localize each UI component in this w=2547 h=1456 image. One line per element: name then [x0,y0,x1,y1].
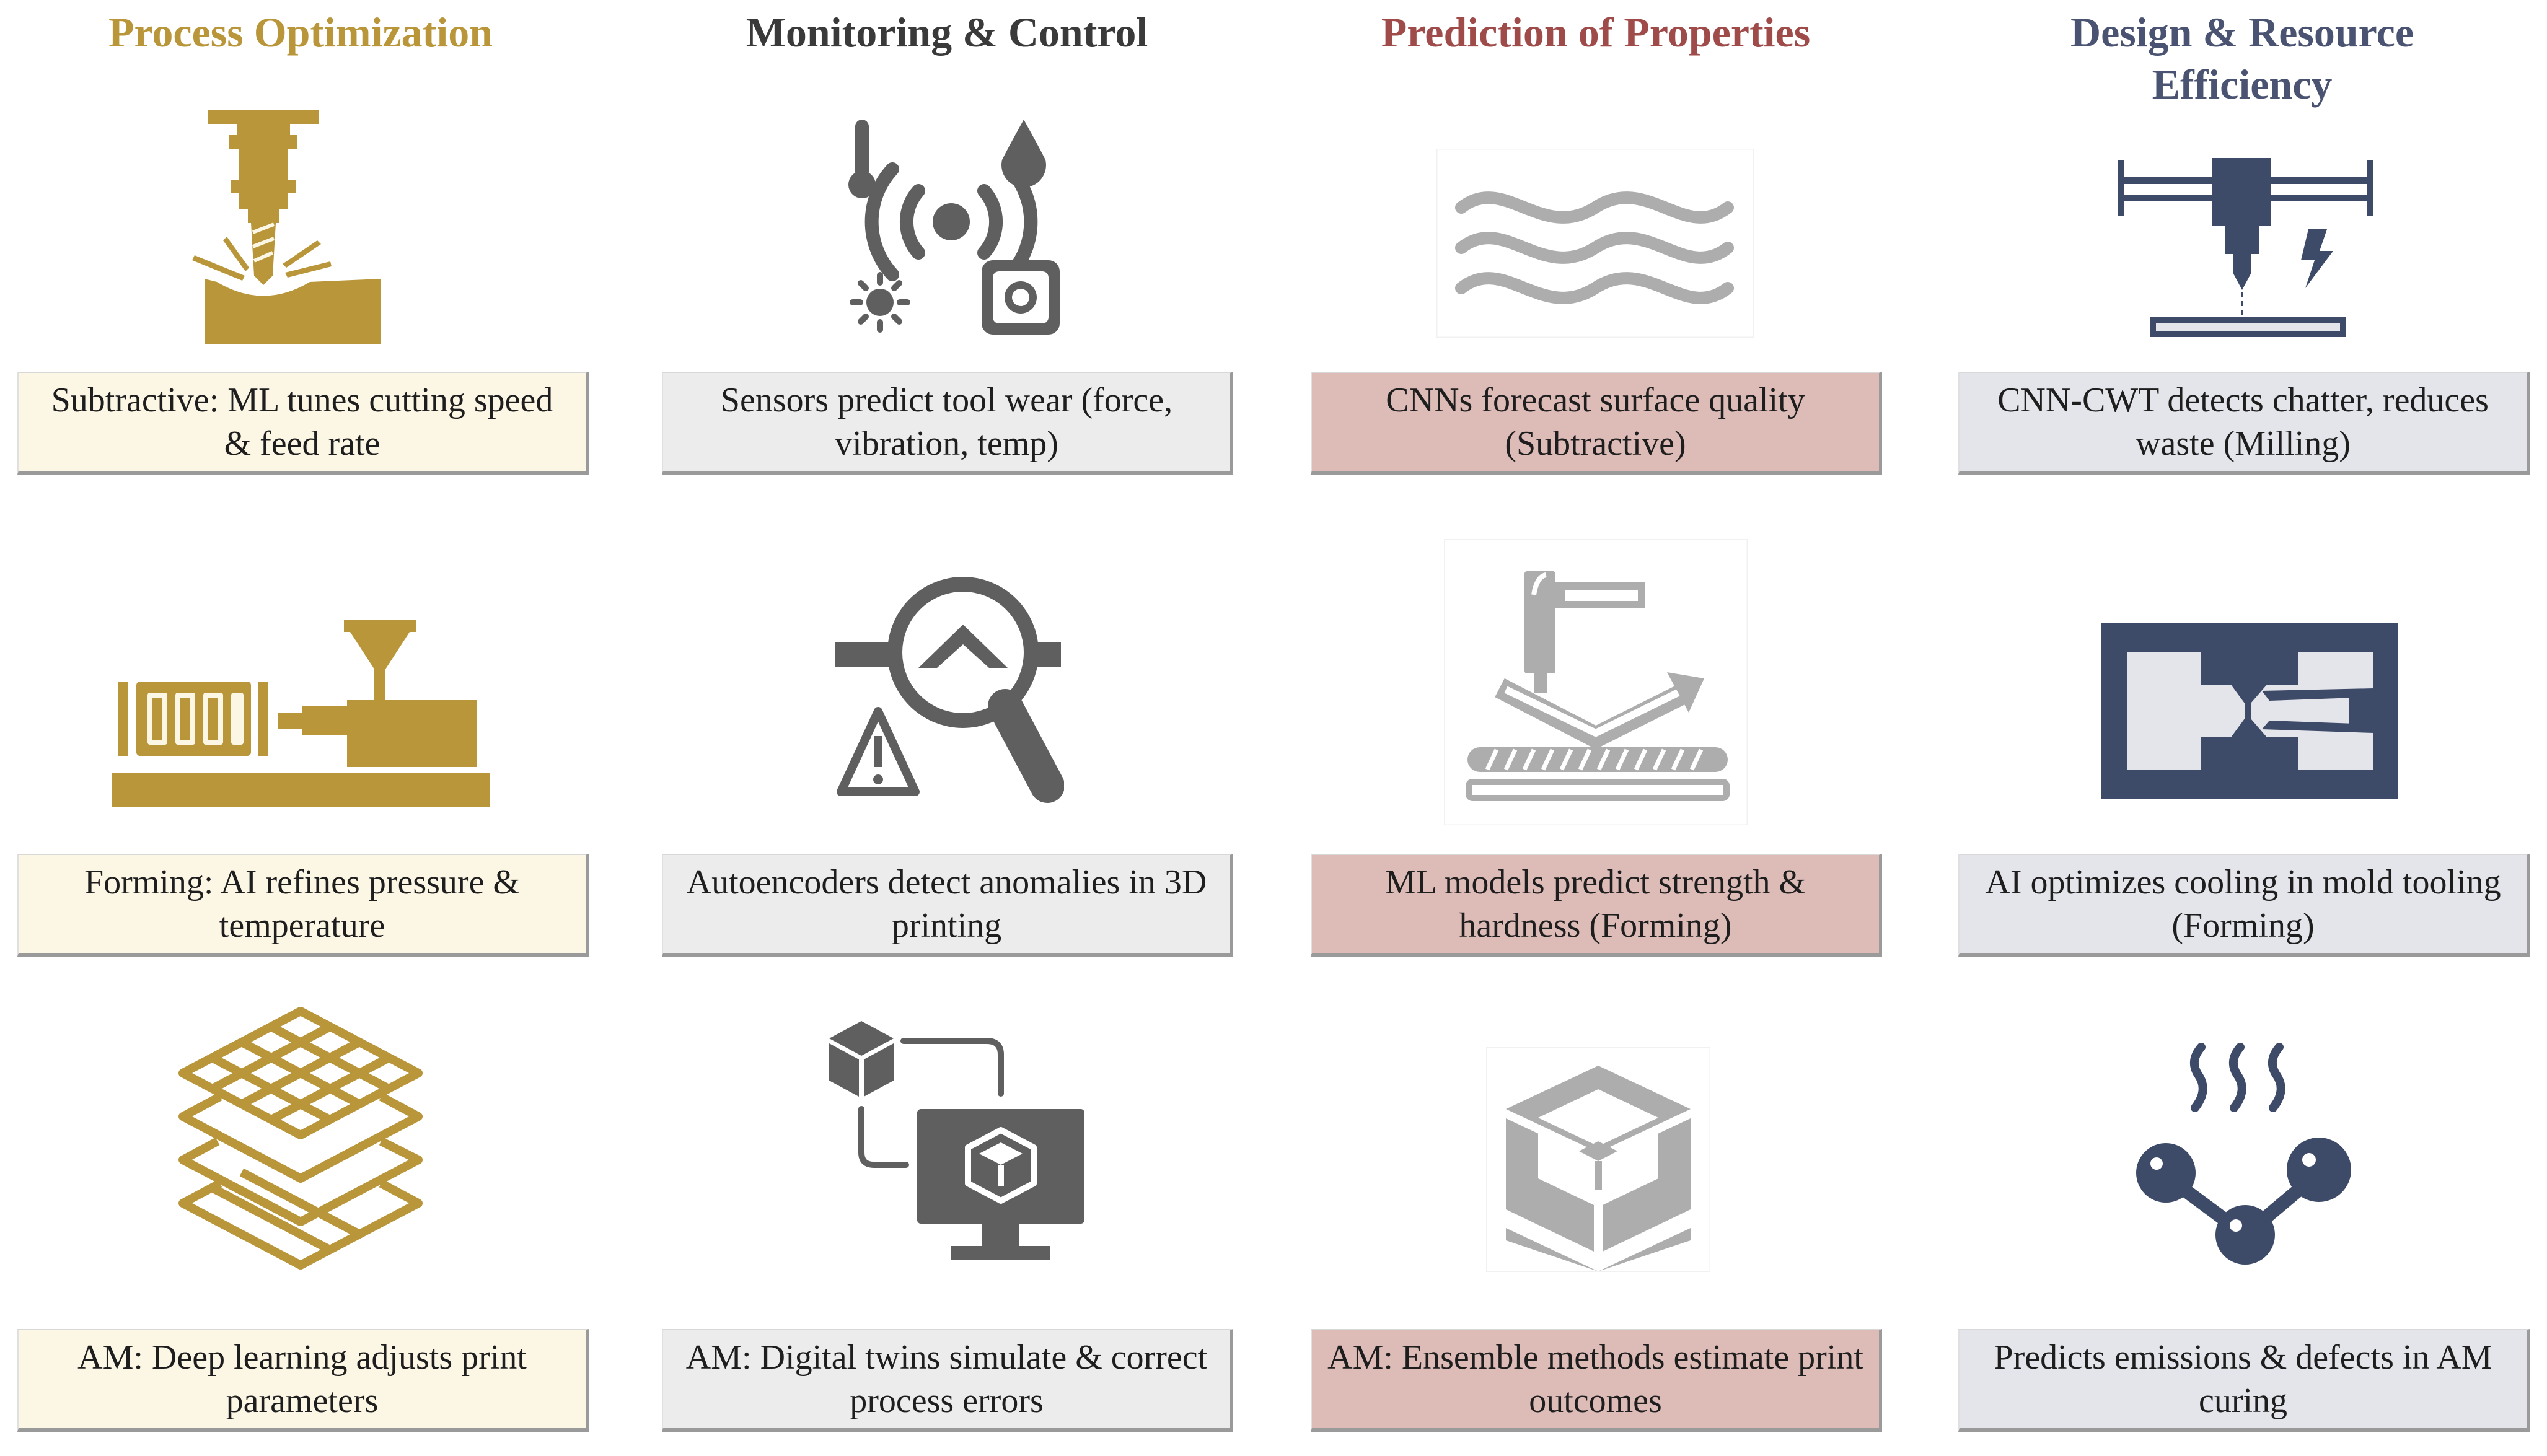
card-text: AM: Deep learning adjusts print paramete… [77,1338,527,1420]
surface-waves-icon [1436,149,1754,338]
card-monitoring-sensors: Sensors predict tool wear (force, vibrat… [662,372,1233,475]
header-monitoring-control: Monitoring & Control [746,9,1148,56]
card-process-subtractive: Subtractive: ML tunes cutting speed & fe… [17,372,589,475]
card-text: AI optimizes cooling in mold tooling (Fo… [1985,863,2501,945]
card-text: ML models predict strength & hardness (F… [1384,863,1806,945]
card-text: CNN-CWT detects chatter, reduces waste (… [1997,381,2489,463]
header-design-resource-efficiency: Design & Resource Efficiency [2070,9,2414,108]
card-text: Sensors predict tool wear (force, vibrat… [720,381,1173,463]
card-prediction-cnn: CNNs forecast surface quality (Subtracti… [1311,372,1882,475]
layered-cube-icon [1486,1047,1710,1272]
card-text: AM: Digital twins simulate & correct pro… [685,1338,1208,1420]
emission-molecule-icon [2132,1040,2355,1272]
card-monitoring-digital-twins: AM: Digital twins simulate & correct pro… [662,1329,1233,1432]
card-text: CNNs forecast surface quality (Subtracti… [1386,381,1805,463]
card-text: Predicts emissions & defects in AM curin… [1994,1338,2492,1420]
card-design-cnn-cwt: CNN-CWT detects chatter, reduces waste (… [1958,372,2530,475]
card-text: Subtractive: ML tunes cutting speed & fe… [51,381,553,463]
card-process-am: AM: Deep learning adjusts print paramete… [17,1329,589,1432]
card-prediction-ensemble: AM: Ensemble methods estimate print outc… [1311,1329,1882,1432]
card-prediction-ml-models: ML models predict strength & hardness (F… [1311,854,1882,957]
hammer-bending-icon [1444,539,1748,825]
injection-molding-machine-icon [112,620,493,812]
milling-cutter-icon [180,105,415,347]
mold-tooling-icon [2101,623,2398,799]
sensor-signals-icon [838,116,1067,336]
header-process-optimization: Process Optimization [108,9,493,56]
header-prediction-properties: Prediction of Properties [1381,9,1811,56]
card-text: Autoencoders detect anomalies in 3D prin… [686,863,1207,945]
anomaly-magnifier-icon [832,569,1064,804]
card-design-cooling: AI optimizes cooling in mold tooling (Fo… [1958,854,2530,957]
card-design-emissions: Predicts emissions & defects in AM curin… [1958,1329,2530,1432]
card-text: Forming: AI refines pressure & temperatu… [84,863,520,945]
cnc-machine-icon [2110,155,2383,341]
card-process-forming: Forming: AI refines pressure & temperatu… [17,854,589,957]
digital-twin-monitor-icon [824,1016,1084,1273]
card-monitoring-autoencoders: Autoencoders detect anomalies in 3D prin… [662,854,1233,957]
card-text: AM: Ensemble methods estimate print outc… [1327,1338,1863,1420]
printed-layers-icon [177,1004,425,1275]
